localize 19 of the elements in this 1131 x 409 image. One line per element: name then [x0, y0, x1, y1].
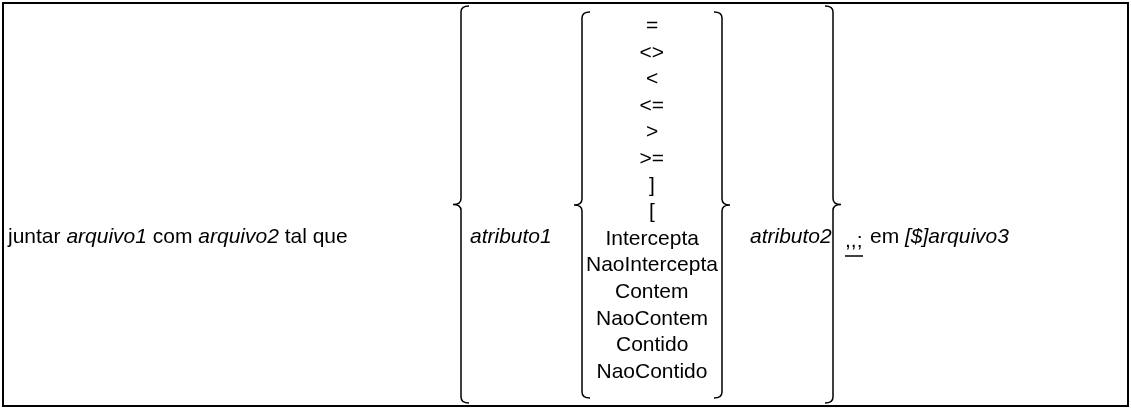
parameter-text: atributo1: [470, 224, 552, 248]
operator-text: [: [649, 199, 655, 224]
command-text: juntar arquivo1 com arquivo2 tal que: [8, 224, 348, 248]
separator-text: ,,;: [845, 228, 863, 252]
command-text: em [$]arquivo3: [870, 224, 1009, 248]
operator-text: NaoIntercepta: [586, 252, 718, 277]
operator-text: Intercepta: [605, 225, 699, 250]
operator-text: <: [646, 66, 659, 91]
parameter-text: atributo2: [750, 224, 832, 248]
operator-text: >=: [639, 146, 665, 170]
operator-text: <>: [639, 39, 665, 64]
operator-text: ]: [649, 172, 655, 197]
operator-text: >: [646, 119, 659, 144]
operator-text: NaoContido: [596, 358, 708, 383]
operator-text: Contem: [615, 279, 689, 303]
operator-text: <=: [639, 92, 665, 117]
operator-text: NaoContem: [596, 305, 709, 330]
operator-text: =: [646, 13, 659, 37]
operator-text: Contido: [616, 332, 689, 357]
